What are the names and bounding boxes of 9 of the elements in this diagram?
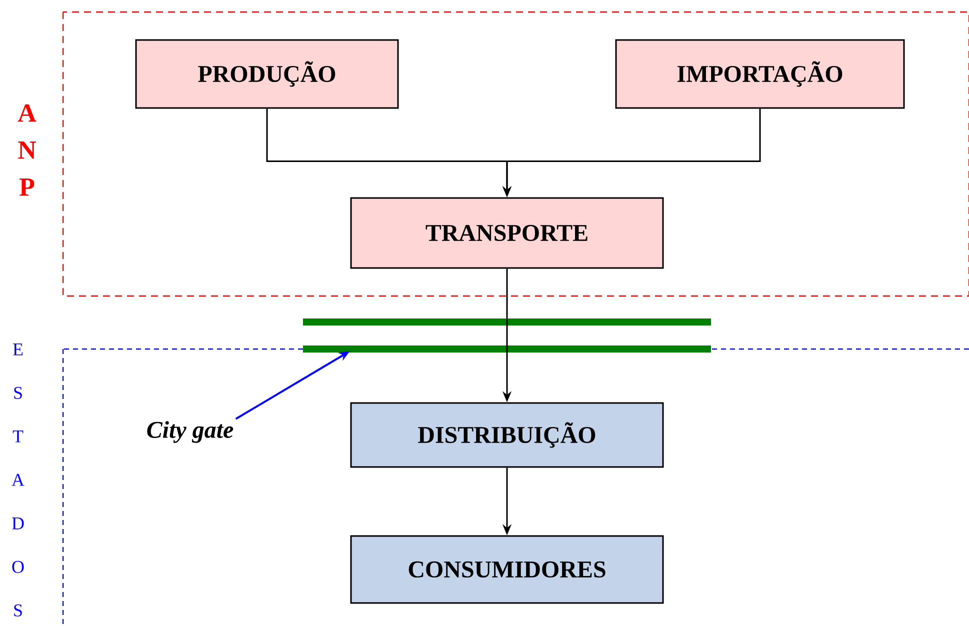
callout-text: City gate: [147, 421, 234, 443]
process-box: TRANSPORTE: [350, 197, 664, 269]
process-box: CONSUMIDORES: [350, 535, 664, 604]
process-box: DISTRIBUIÇÃO: [350, 402, 664, 468]
region-label: A N P: [18, 104, 36, 196]
process-box: PRODUÇÃO: [135, 39, 399, 109]
region-label: E S T A D O S: [12, 344, 24, 616]
city-gate-bars: [303, 318, 711, 352]
process-box: IMPORTAÇÃO: [615, 39, 905, 109]
